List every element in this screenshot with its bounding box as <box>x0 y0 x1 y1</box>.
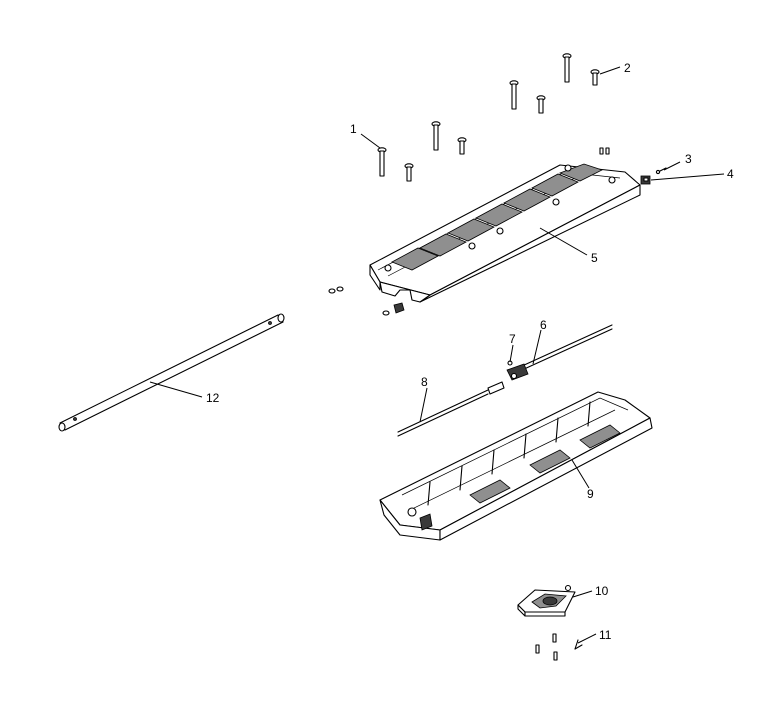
callout-2: 2 <box>624 61 631 75</box>
screw <box>536 95 546 114</box>
screw <box>431 121 441 151</box>
switch-housing <box>517 584 576 617</box>
screw <box>590 69 600 86</box>
callout-8: 8 <box>421 375 428 389</box>
leader-lines <box>149 66 725 644</box>
upper-cover <box>328 147 641 316</box>
screw <box>457 137 467 155</box>
small-screws <box>535 633 583 661</box>
screw <box>509 80 519 110</box>
callout-11: 11 <box>599 628 612 642</box>
shaft <box>58 313 285 432</box>
callout-12: 12 <box>206 391 220 405</box>
callout-6: 6 <box>540 318 547 332</box>
screw <box>377 147 387 177</box>
callout-7: 7 <box>509 332 516 346</box>
callout-4: 4 <box>727 167 734 181</box>
rod-assembly <box>397 324 613 437</box>
callout-3: 3 <box>685 152 692 166</box>
callout-labels: 1 2 3 4 5 6 7 8 9 10 11 12 <box>206 61 734 642</box>
screw-group <box>377 53 600 182</box>
lower-base <box>379 391 653 541</box>
callout-9: 9 <box>587 487 594 501</box>
callout-1: 1 <box>350 122 357 136</box>
screw <box>404 163 414 182</box>
callout-5: 5 <box>591 251 598 265</box>
screw <box>562 53 572 83</box>
callout-10: 10 <box>595 584 609 598</box>
pin-and-clip <box>640 167 667 185</box>
